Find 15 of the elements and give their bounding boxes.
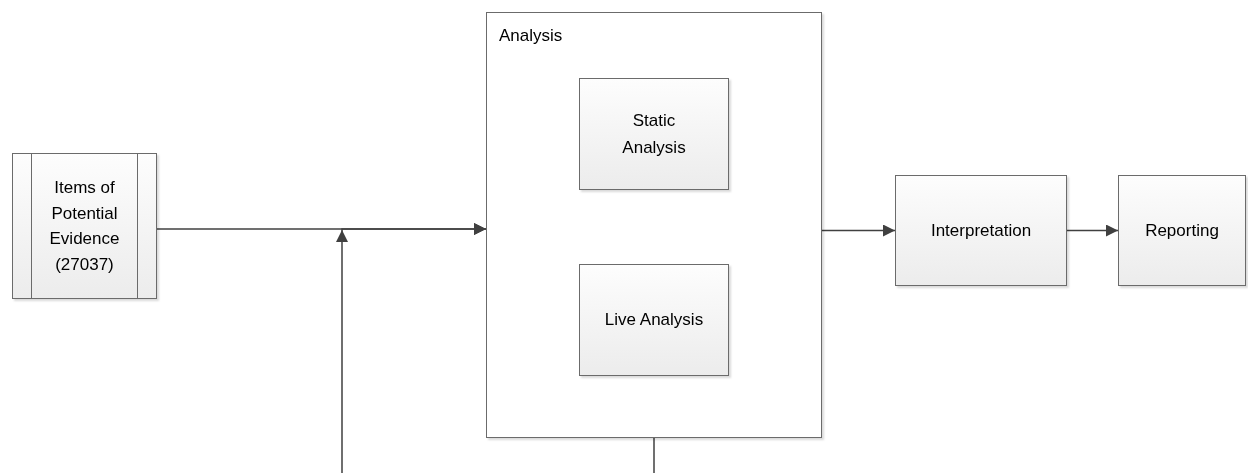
node-label: Interpretation (929, 219, 1033, 242)
node-label: Items of Potential Evidence (27037) (48, 177, 121, 276)
arrow (336, 223, 487, 473)
group-title: Analysis (499, 25, 563, 47)
node-label: Reporting (1144, 219, 1220, 242)
group-box (486, 12, 822, 438)
arrow (821, 224, 896, 237)
node-label: Static Analysis (621, 109, 687, 159)
process-box (579, 264, 729, 376)
process-box (579, 78, 729, 190)
predefined-process-box (12, 153, 157, 299)
arrow (1066, 224, 1119, 237)
process-box (1118, 175, 1246, 286)
node-label: Live Analysis (603, 309, 705, 332)
process-box (895, 175, 1067, 286)
